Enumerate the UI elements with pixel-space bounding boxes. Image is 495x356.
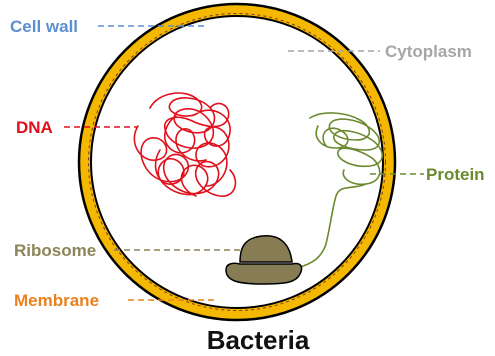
cell-wall-label: Cell wall <box>10 17 78 36</box>
protein-label: Protein <box>426 165 485 184</box>
dna-label: DNA <box>16 118 53 137</box>
ribosome-label: Ribosome <box>14 241 96 260</box>
cytoplasm-label: Cytoplasm <box>385 42 472 61</box>
ribosome-small-subunit <box>226 263 302 284</box>
diagram-title: Bacteria <box>207 325 310 355</box>
membrane-label: Membrane <box>14 291 99 310</box>
